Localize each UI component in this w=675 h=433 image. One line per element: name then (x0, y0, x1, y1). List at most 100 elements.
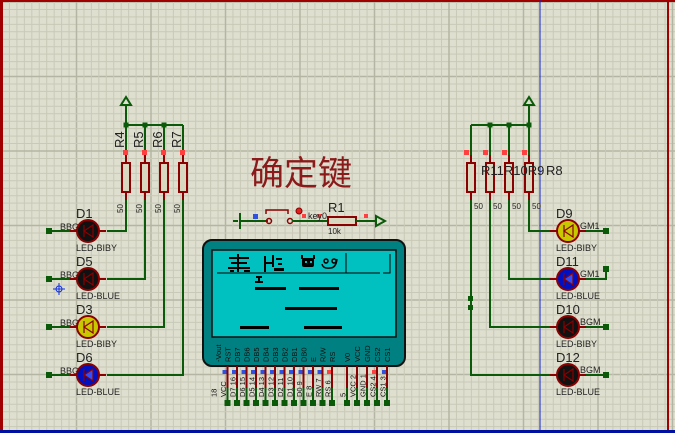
lcd-pin-terminal[interactable] (224, 400, 231, 406)
led-d6[interactable] (70, 363, 106, 387)
led-ref: D3 (76, 302, 93, 317)
lcd-pin-number: 5 (339, 393, 348, 397)
led-ref: D9 (556, 206, 573, 221)
lcd-pin-terminal[interactable] (319, 400, 326, 406)
resistor-right-3[interactable] (524, 162, 534, 193)
led-d11[interactable] (550, 267, 586, 291)
resistor-r4[interactable] (121, 162, 131, 193)
resistor-ref: R8 (546, 163, 563, 178)
led-d10[interactable] (550, 315, 586, 339)
lcd-pin-number: D6 15 (238, 377, 247, 397)
terminal-pin[interactable] (603, 266, 609, 272)
led-d12[interactable] (550, 363, 586, 387)
led-ref: D10 (556, 302, 580, 317)
lcd-pin-label: RS (328, 352, 337, 362)
lcd-pin-number: D2 11 (276, 378, 285, 397)
lcd-bar (299, 287, 339, 290)
terminal-pin[interactable] (603, 372, 609, 378)
diode-icon (82, 271, 94, 287)
lcd-pin-number: 18 (210, 389, 219, 397)
left-led-group (46, 95, 188, 387)
lcd-pin-terminal[interactable] (243, 400, 250, 406)
diode-icon (562, 223, 574, 239)
led-ref: D1 (76, 206, 93, 221)
resistor-r5[interactable] (140, 162, 150, 193)
lcd-pin-terminal[interactable] (354, 400, 360, 406)
led-type-label: LED-BLUE (556, 291, 600, 301)
lcd-pin-number: E 8 (305, 386, 314, 397)
resistor-value: 50 (173, 204, 182, 213)
lcd-pin-terminal[interactable] (310, 400, 316, 406)
terminal-pin[interactable] (46, 276, 52, 282)
lcd-pin-number: D4 13 (257, 377, 266, 397)
lcd-pin-label: DB0 (300, 347, 309, 362)
lcd-pin-terminal[interactable] (234, 400, 240, 406)
led-d3[interactable] (70, 315, 106, 339)
right-led-group (464, 95, 609, 387)
led-type-label: LED-BLUE (76, 291, 120, 301)
lcd-pin-terminal[interactable] (272, 400, 278, 406)
resistor-right-1[interactable] (485, 162, 495, 193)
resistor-r6[interactable] (159, 162, 169, 193)
lcd-pin-label: GND (363, 345, 372, 362)
resistor-value: 50 (532, 202, 541, 211)
led-ref: D11 (556, 254, 579, 269)
lcd-pin-terminal[interactable] (384, 400, 390, 406)
lcd-pin-label: V0 (343, 353, 352, 362)
lcd-pin-terminal[interactable] (364, 400, 370, 406)
resistor-value: 50 (493, 202, 502, 211)
lcd-bar (304, 326, 342, 329)
led-d1[interactable] (70, 219, 106, 243)
terminal-pin[interactable] (603, 324, 609, 330)
lcd-pin-terminal[interactable] (291, 400, 297, 406)
lcd-pin-terminal[interactable] (344, 400, 350, 406)
diode-icon (562, 367, 574, 383)
terminal-pin[interactable] (46, 324, 52, 330)
lcd-pin-terminal[interactable] (281, 400, 288, 406)
terminal-pin[interactable] (603, 228, 609, 234)
terminal-pin[interactable] (46, 372, 52, 378)
led-d5[interactable] (70, 267, 106, 291)
power-terminal-icon (119, 95, 133, 106)
resistor-ref: R6 (150, 131, 165, 148)
led-d9[interactable] (550, 219, 586, 243)
lcd-glyph-1 (228, 254, 250, 272)
lcd-pin-terminal[interactable] (374, 400, 380, 406)
led-type-label: LED-BIBY (556, 339, 597, 349)
led-type-label: LED-BIBY (76, 339, 117, 349)
lcd-pin-label: -Vout (214, 344, 223, 362)
lcd-pin-number: CS1 3 (379, 376, 388, 397)
sheet-border-right (667, 0, 669, 433)
lcd-pin-terminal[interactable] (253, 400, 259, 406)
lcd-pin-label: CS2 (373, 347, 382, 362)
lcd-pin-number: D3 12 (267, 377, 276, 397)
lcd-pin-terminal[interactable] (300, 400, 307, 406)
lcd-bar (285, 307, 337, 310)
lcd-pin-terminal[interactable] (329, 400, 335, 406)
resistor-r1[interactable] (327, 216, 357, 226)
lcd-pin-number: CS2 4 (369, 376, 378, 397)
resistor-right-0[interactable] (466, 162, 476, 193)
diode-icon (562, 319, 574, 335)
resistor-ref: R5 (131, 131, 146, 148)
resistor-value: 50 (116, 204, 125, 213)
pushbutton-icon[interactable] (265, 209, 289, 214)
r1-ref: R1 (328, 200, 345, 215)
resistor-right-2[interactable] (504, 162, 514, 193)
lcd-bar (255, 287, 286, 290)
led-pin-label: BBG (60, 222, 79, 232)
lcd-screen-content (217, 253, 391, 329)
led-type-label: LED-BLUE (556, 387, 600, 397)
led-pin-label: GM1 (580, 269, 600, 279)
led-type-label: LED-BLUE (76, 387, 120, 397)
terminal-pin[interactable] (46, 228, 52, 234)
label-layer: R450D1BBGLED-BIBYR550D5BBGLED-BLUER650D3… (60, 131, 601, 397)
lcd-12864-module[interactable] (202, 239, 406, 406)
key0-button-circuit[interactable]: key0 R1 10k (233, 200, 388, 236)
lcd-pin-terminal[interactable] (262, 400, 269, 406)
lcd-pin-label: R/W (319, 347, 328, 363)
resistor-r7[interactable] (178, 162, 188, 193)
